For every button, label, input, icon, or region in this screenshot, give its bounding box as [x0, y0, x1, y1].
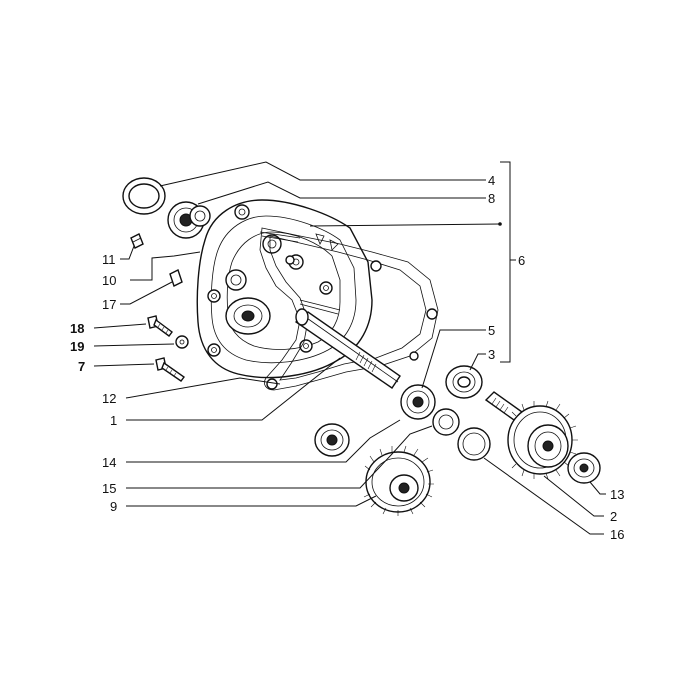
callout-9: 9 [110, 499, 117, 514]
bolt-18 [147, 315, 173, 337]
callout-2: 2 [610, 509, 617, 524]
callout-17: 17 [102, 297, 116, 312]
group-bracket-6 [498, 161, 516, 363]
callout-6: 6 [518, 253, 525, 268]
output-shaft [294, 308, 401, 389]
callout-labels: 4 8 6 5 3 11 10 17 18 19 7 12 1 14 15 9 … [70, 173, 624, 542]
bearing-3 [445, 365, 483, 399]
callout-18: 18 [70, 321, 84, 336]
callout-14: 14 [102, 455, 116, 470]
seal-16 [457, 427, 491, 461]
plug-11 [130, 233, 144, 249]
callout-13: 13 [610, 487, 624, 502]
washer-19 [175, 335, 189, 349]
callout-4: 4 [488, 173, 495, 188]
callout-1: 1 [110, 413, 117, 428]
bearing-13 [567, 452, 601, 484]
callout-16: 16 [610, 527, 624, 542]
callout-10: 10 [102, 273, 116, 288]
oil-seal-4 [122, 177, 166, 215]
callout-19: 19 [70, 339, 84, 354]
bolt-7 [155, 357, 185, 382]
intermediate-gear [363, 445, 434, 516]
dowel-17 [169, 269, 183, 287]
callout-11: 11 [102, 252, 116, 267]
cover-gasket [259, 227, 439, 391]
final-gear-shaft [484, 391, 578, 480]
bearing-5 [400, 384, 436, 420]
callout-7: 7 [78, 359, 85, 374]
callout-3: 3 [488, 347, 495, 362]
callout-8: 8 [488, 191, 495, 206]
callout-12: 12 [102, 391, 116, 406]
bearing-14 [314, 423, 350, 457]
spacer-15 [432, 408, 460, 436]
callout-15: 15 [102, 481, 116, 496]
bearing-8 [167, 201, 211, 239]
leader-lines [93, 161, 606, 535]
callout-5: 5 [488, 323, 495, 338]
